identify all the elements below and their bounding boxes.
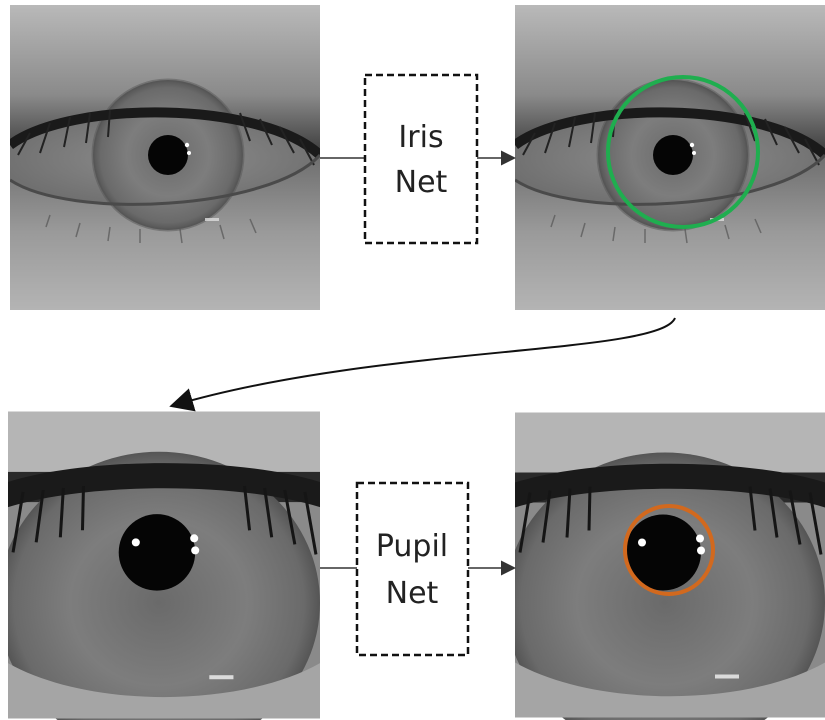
cropped-eye-image: [0, 412, 320, 720]
pupil-net-block: Pupil Net: [320, 483, 513, 655]
pupil-net-label-line2: Net: [386, 576, 439, 611]
input-eye-image: [10, 5, 320, 310]
pupil-result-eye-image: [505, 413, 825, 720]
iris-net-label-line2: Net: [395, 165, 448, 200]
stage-connector-arrow: [175, 318, 675, 405]
iris-net-label-line1: Iris: [398, 120, 443, 155]
pupil-net-label-line1: Pupil: [376, 529, 448, 564]
iris-net-block: Iris Net: [320, 75, 513, 243]
iris-result-eye-image: [515, 5, 825, 310]
